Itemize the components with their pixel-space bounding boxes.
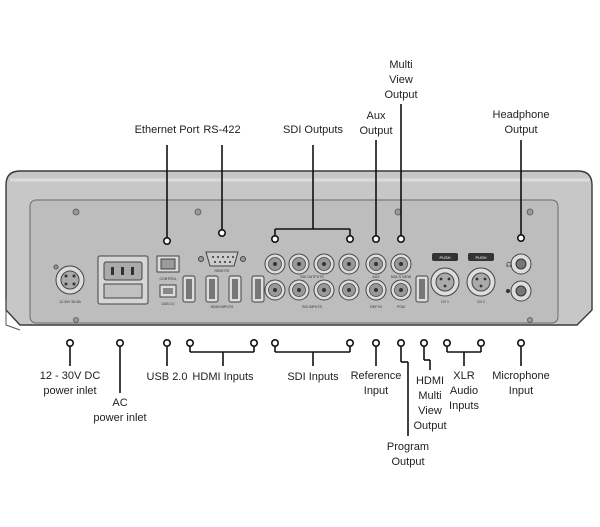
control-panel-text: CONTROL <box>159 277 176 281</box>
rs422-port: REMOTE <box>198 251 246 273</box>
label-usb: USB 2.0 <box>146 371 188 383</box>
hdmi-multiview-connector <box>415 275 429 303</box>
label-multiview-output: Multi View Output <box>384 59 418 101</box>
xlr-audio-connectors: PUSH PUSH CH 1 CH 2 <box>430 253 496 304</box>
ac-power-inlet <box>97 255 149 305</box>
label-dc-power: 12 - 30V DC power inlet <box>39 370 101 397</box>
usb-port: USB 2.0 <box>159 284 177 306</box>
dc-panel-text: 12-30V 50-5A <box>59 300 81 304</box>
label-aux-output: Aux Output <box>359 110 393 137</box>
ethernet-port: CONTROL <box>156 255 180 281</box>
switcher-chassis <box>5 170 593 331</box>
xlr1-panel-text: CH 1 <box>441 300 449 304</box>
xlr2-panel-text: CH 2 <box>477 300 485 304</box>
headphone-mic-jacks: ☊ <box>506 253 532 302</box>
headphone-icon: ☊ <box>506 261 512 269</box>
label-rs422: RS-422 <box>203 124 241 136</box>
label-program-output: Program Output <box>386 441 430 468</box>
usb-panel-text: USB 2.0 <box>161 302 174 306</box>
hdmi-in-panel-text: HDMI INPUTS <box>211 305 234 309</box>
dc-power-connector: 12-30V 50-5A <box>53 264 85 304</box>
label-ethernet-port: Ethernet Port <box>134 124 200 136</box>
label-reference-input: Reference Input <box>350 370 402 397</box>
label-headphone-output: Headphone Output <box>492 109 550 136</box>
label-sdi-outputs: SDI Outputs <box>283 124 343 136</box>
ref-in-panel-text: REF IN <box>370 305 382 309</box>
sdi-in-panel-text: SDI INPUTS <box>302 305 322 309</box>
label-sdi-inputs: SDI Inputs <box>287 371 339 383</box>
remote-panel-text: REMOTE <box>215 269 231 273</box>
callout-leaders <box>66 104 525 436</box>
label-ac-power: AC power inlet <box>93 397 147 424</box>
label-hdmi-inputs: HDMI Inputs <box>192 371 254 383</box>
multiview-panel-text: MULTI VIEW <box>391 275 412 279</box>
sdi-out-panel-text: SDI OUTPUTS <box>300 275 324 279</box>
pgm-panel-text: PGM <box>397 305 405 309</box>
label-microphone-input: Microphone Input <box>492 370 550 397</box>
push-label-1: PUSH <box>439 255 450 260</box>
microphone-icon <box>506 289 510 293</box>
push-label-2: PUSH <box>475 255 486 260</box>
label-hdmi-multiview-output: HDMI Multi View Output <box>413 375 447 432</box>
label-xlr-audio-inputs: XLR Audio Inputs <box>449 370 479 412</box>
sdi-bnc-connectors <box>264 253 412 301</box>
aux-panel-text: AUX <box>372 275 380 279</box>
